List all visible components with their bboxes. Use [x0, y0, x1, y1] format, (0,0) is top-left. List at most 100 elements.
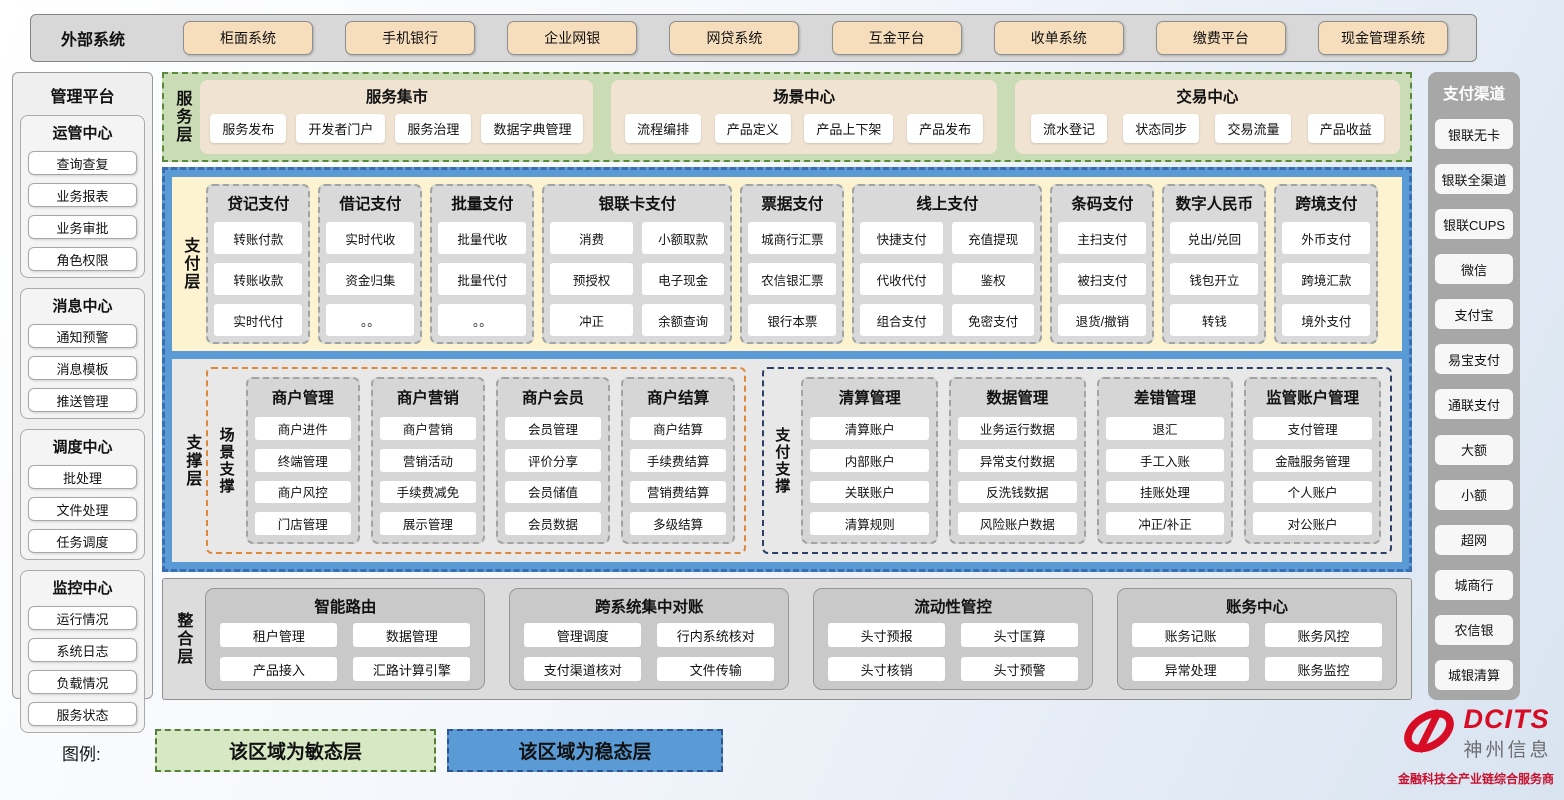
- payment-column-title: 批量支付: [451, 196, 514, 213]
- external-system-node: 现金管理系统: [1318, 21, 1448, 55]
- integration-item-node: 头寸预警: [961, 657, 1079, 681]
- payment-channel-node: 小额: [1435, 479, 1513, 510]
- payment-item-node: 钱包开立: [1170, 263, 1259, 295]
- service-item-node: 服务发布: [210, 113, 287, 143]
- service-group: 服务集市服务发布开发者门户服务治理数据字典管理: [200, 80, 594, 154]
- service-layer-groups: 服务集市服务发布开发者门户服务治理数据字典管理场景中心流程编排产品定义产品上下架…: [200, 80, 1401, 154]
- integration-group-items: 租户管理数据管理产品接入汇路计算引擎: [220, 623, 471, 681]
- legend-agile-layer: 该区域为敏态层: [155, 729, 436, 772]
- integration-item-node: 产品接入: [220, 657, 338, 681]
- service-group-items: 流水登记状态同步交易流量产品收益: [1025, 107, 1390, 149]
- payment-channel-node: 通联支付: [1435, 389, 1513, 420]
- support-column: 清算管理清算账户内部账户关联账户清算规则: [801, 377, 939, 544]
- integration-group: 跨系统集中对账管理调度行内系统核对支付渠道核对文件传输: [509, 588, 790, 690]
- integration-item-node: 账务风控: [1265, 623, 1383, 647]
- integration-item-node: 汇路计算引擎: [353, 657, 471, 681]
- support-item-node: 清算账户: [810, 417, 930, 440]
- support-item-node: 挂账处理: [1105, 480, 1225, 504]
- service-group-title: 服务集市: [365, 89, 428, 106]
- payment-item-node: 。。: [438, 304, 527, 336]
- payment-layer: 支付层 贷记支付转账付款转账收款实时代付借记支付实时代收资金归集。。批量支付批量…: [172, 177, 1402, 351]
- payment-item-node: 转账收款: [214, 263, 303, 295]
- integration-item-node: 头寸核销: [828, 657, 946, 681]
- support-item-node: 商户进件: [254, 417, 351, 440]
- service-group: 交易中心流水登记状态同步交易流量产品收益: [1014, 80, 1401, 154]
- dcits-logo: DCITS 神州信息 金融科技全产业链综合服务商: [1388, 702, 1564, 787]
- payment-channel-node: 易宝支付: [1435, 344, 1513, 375]
- support-item-node: 异常支付数据: [958, 448, 1077, 472]
- external-system-node: 手机银行: [345, 21, 476, 55]
- mgmt-section-title: 监控中心: [52, 580, 113, 597]
- integration-item-node: 账务记账: [1132, 623, 1250, 647]
- support-region-label: 支付支撑: [773, 426, 791, 495]
- payment-item-node: 预授权: [550, 263, 633, 295]
- integration-item-node: 账务监控: [1265, 657, 1383, 681]
- support-item-node: 冲正/补正: [1105, 512, 1225, 535]
- support-item-node: 手工入账: [1105, 448, 1225, 472]
- integration-group-title: 账务中心: [1226, 599, 1289, 616]
- integration-group-items: 账务记账账务风控异常处理账务监控: [1132, 623, 1383, 681]
- payment-column-title: 线上支付: [916, 196, 979, 213]
- external-systems-list: 柜面系统手机银行企业网银网贷系统互金平台收单系统缴费平台现金管理系统: [183, 21, 1448, 55]
- payment-column: 数字人民币兑出/兑回钱包开立转钱: [1162, 184, 1267, 344]
- support-column-title: 商户结算: [647, 390, 710, 407]
- support-column: 商户会员会员管理评价分享会员储值会员数据: [495, 377, 611, 544]
- payment-column-items: 主扫支付被扫支付退货/撤销: [1058, 222, 1147, 336]
- service-layer: 服务层 服务集市服务发布开发者门户服务治理数据字典管理场景中心流程编排产品定义产…: [162, 72, 1412, 162]
- support-column: 商户管理商户进件终端管理商户风控门店管理: [245, 377, 360, 544]
- integration-group-title: 跨系统集中对账: [594, 599, 704, 616]
- mgmt-section: 监控中心运行情况系统日志负载情况服务状态: [20, 570, 145, 733]
- management-platform-panel: 管理平台 运管中心查询查复业务报表业务审批角色权限消息中心通知预警消息模板推送管…: [12, 72, 153, 733]
- service-item-node: 产品发布: [907, 113, 984, 143]
- payment-column-items: 批量代收批量代付。。: [438, 222, 527, 336]
- service-item-node: 产品定义: [714, 113, 791, 143]
- support-item-node: 手续费结算: [630, 448, 727, 472]
- payment-channel-node: 城银清算: [1435, 659, 1513, 690]
- service-item-node: 开发者门户: [296, 113, 386, 143]
- integration-item-node: 租户管理: [220, 623, 338, 647]
- payment-item-node: 银行本票: [748, 304, 837, 336]
- service-item-node: 流程编排: [625, 113, 702, 143]
- service-item-node: 服务治理: [395, 113, 472, 143]
- payment-item-node: 代收代付: [860, 263, 943, 295]
- integration-layer-groups: 智能路由租户管理数据管理产品接入汇路计算引擎跨系统集中对账管理调度行内系统核对支…: [205, 588, 1398, 690]
- integration-item-node: 数据管理: [353, 623, 471, 647]
- management-platform-sections: 运管中心查询查复业务报表业务审批角色权限消息中心通知预警消息模板推送管理调度中心…: [20, 115, 145, 733]
- payment-column: 批量支付批量代收批量代付。。: [430, 184, 535, 344]
- external-systems-bar: 外部系统 柜面系统手机银行企业网银网贷系统互金平台收单系统缴费平台现金管理系统: [30, 14, 1477, 62]
- payment-channels-title: 支付渠道: [1442, 86, 1505, 103]
- mgmt-section: 运管中心查询查复业务报表业务审批角色权限: [20, 115, 145, 278]
- integration-group: 智能路由租户管理数据管理产品接入汇路计算引擎: [205, 588, 486, 690]
- payment-column-items: 转账付款转账收款实时代付: [214, 222, 303, 336]
- payment-channel-node: 银联无卡: [1435, 119, 1513, 150]
- payment-item-node: 农信银汇票: [748, 263, 837, 295]
- external-system-node: 企业网银: [507, 21, 638, 55]
- support-column: 监管账户管理支付管理金融服务管理个人账户对公账户: [1244, 377, 1381, 544]
- external-system-node: 缴费平台: [1155, 21, 1286, 55]
- payment-channel-node: 城商行: [1435, 569, 1513, 600]
- payment-column-title: 数字人民币: [1175, 196, 1254, 213]
- payment-item-node: 鉴权: [951, 263, 1035, 295]
- support-item-node: 清算规则: [810, 512, 930, 535]
- support-column-title: 清算管理: [838, 390, 901, 407]
- payment-column: 线上支付快捷支付充值提现代收代付鉴权组合支付免密支付: [852, 184, 1043, 344]
- payment-channel-node: 微信: [1435, 254, 1513, 285]
- external-system-node: 收单系统: [993, 21, 1124, 55]
- support-item-node: 商户营销: [379, 417, 476, 440]
- payment-layer-columns: 贷记支付转账付款转账收款实时代付借记支付实时代收资金归集。。批量支付批量代收批量…: [206, 184, 1394, 344]
- service-group-title: 交易中心: [1176, 89, 1239, 106]
- service-group: 场景中心流程编排产品定义产品上下架产品发布: [611, 80, 997, 154]
- integration-item-node: 管理调度: [524, 623, 642, 647]
- mgmt-item-node: 批处理: [28, 465, 137, 489]
- support-item-node: 会员储值: [504, 480, 602, 504]
- support-item-node: 内部账户: [810, 448, 930, 472]
- support-column: 数据管理业务运行数据异常支付数据反洗钱数据风险账户数据: [949, 377, 1086, 544]
- payment-column-items: 快捷支付充值提现代收代付鉴权组合支付免密支付: [860, 222, 1035, 336]
- payment-column: 贷记支付转账付款转账收款实时代付: [206, 184, 311, 344]
- support-region-scene: 场景支撑商户管理商户进件终端管理商户风控门店管理商户营销商户营销营销活动手续费减…: [206, 367, 747, 554]
- payment-column-items: 外币支付跨境汇款境外支付: [1282, 222, 1371, 336]
- payment-channel-node: 农信银: [1435, 614, 1513, 645]
- support-column-title: 数据管理: [986, 390, 1049, 407]
- logo-tagline: 金融科技全产业链综合服务商: [1397, 772, 1554, 786]
